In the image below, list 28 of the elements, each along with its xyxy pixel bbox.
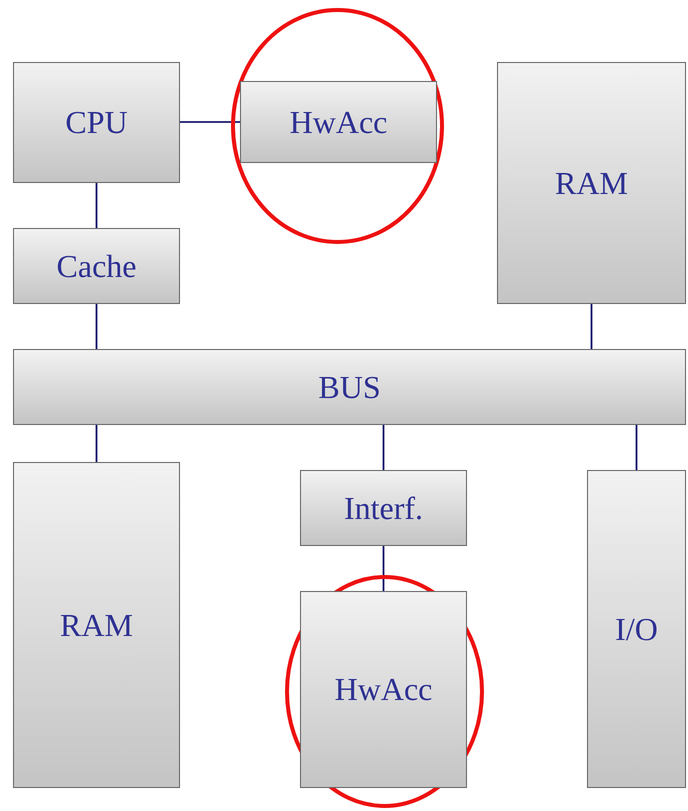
connector-line	[382, 546, 384, 591]
component-label: HwAcc	[290, 104, 388, 140]
component-box	[13, 228, 180, 304]
component-box	[13, 349, 686, 425]
component-box	[300, 591, 467, 788]
connector-line	[96, 183, 98, 228]
component-box	[587, 470, 686, 788]
connector-line	[636, 425, 638, 470]
component-box	[300, 470, 467, 546]
component-box	[240, 81, 437, 163]
component-label: CPU	[65, 104, 128, 141]
highlight-ellipse	[231, 8, 444, 244]
component-label: Interf.	[344, 490, 424, 526]
component-label: I/O	[615, 610, 658, 648]
component-label: BUS	[318, 368, 381, 406]
highlight-ellipse	[285, 575, 484, 808]
component-label: HwAcc	[334, 671, 432, 708]
component-label: RAM	[60, 606, 133, 644]
component-box	[13, 62, 180, 183]
connector-line	[590, 304, 592, 349]
connector-line	[96, 304, 98, 349]
component-label: RAM	[555, 164, 628, 202]
connector-line	[382, 425, 384, 470]
component-label: Cache	[56, 248, 136, 284]
component-box	[497, 62, 686, 304]
connector-line	[96, 425, 98, 462]
component-box	[13, 462, 180, 788]
connector-line	[180, 121, 240, 123]
